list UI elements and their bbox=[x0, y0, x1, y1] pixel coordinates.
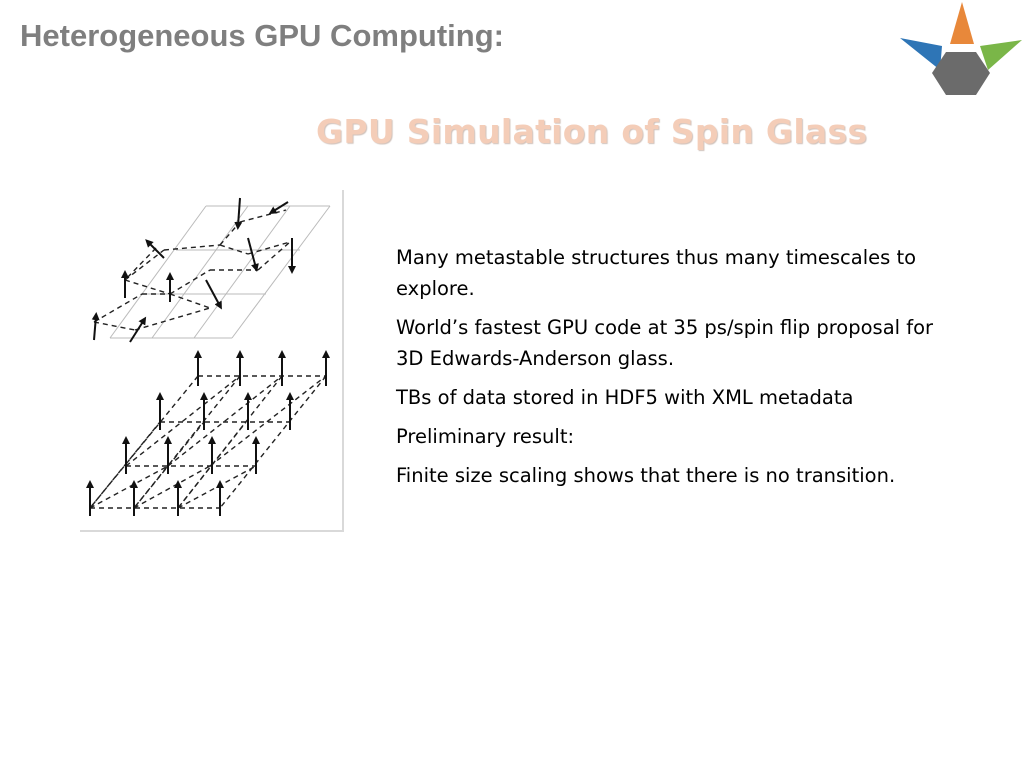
bullet-item: Many metastable structures thus many tim… bbox=[396, 246, 917, 300]
bullet-item: World’s fastest GPU code at 35 ps/spin f… bbox=[396, 316, 934, 370]
bullet-item: TBs of data stored in HDF5 with XML meta… bbox=[396, 386, 854, 409]
spin-lattice-figure bbox=[80, 190, 344, 532]
top-lattice bbox=[91, 197, 331, 343]
slide-subtitle: GPU Simulation of Spin Glass bbox=[316, 112, 868, 151]
bullet-list: Many metastable structures thus many tim… bbox=[396, 242, 956, 499]
bullet-item: Preliminary result: bbox=[396, 425, 575, 448]
bottom-lattice bbox=[86, 350, 330, 516]
header-title: Heterogeneous GPU Computing: bbox=[20, 18, 504, 53]
logo-icon bbox=[900, 2, 1022, 95]
spin-lattice-svg bbox=[86, 197, 331, 516]
bullet-item: Finite size scaling shows that there is … bbox=[396, 464, 896, 487]
